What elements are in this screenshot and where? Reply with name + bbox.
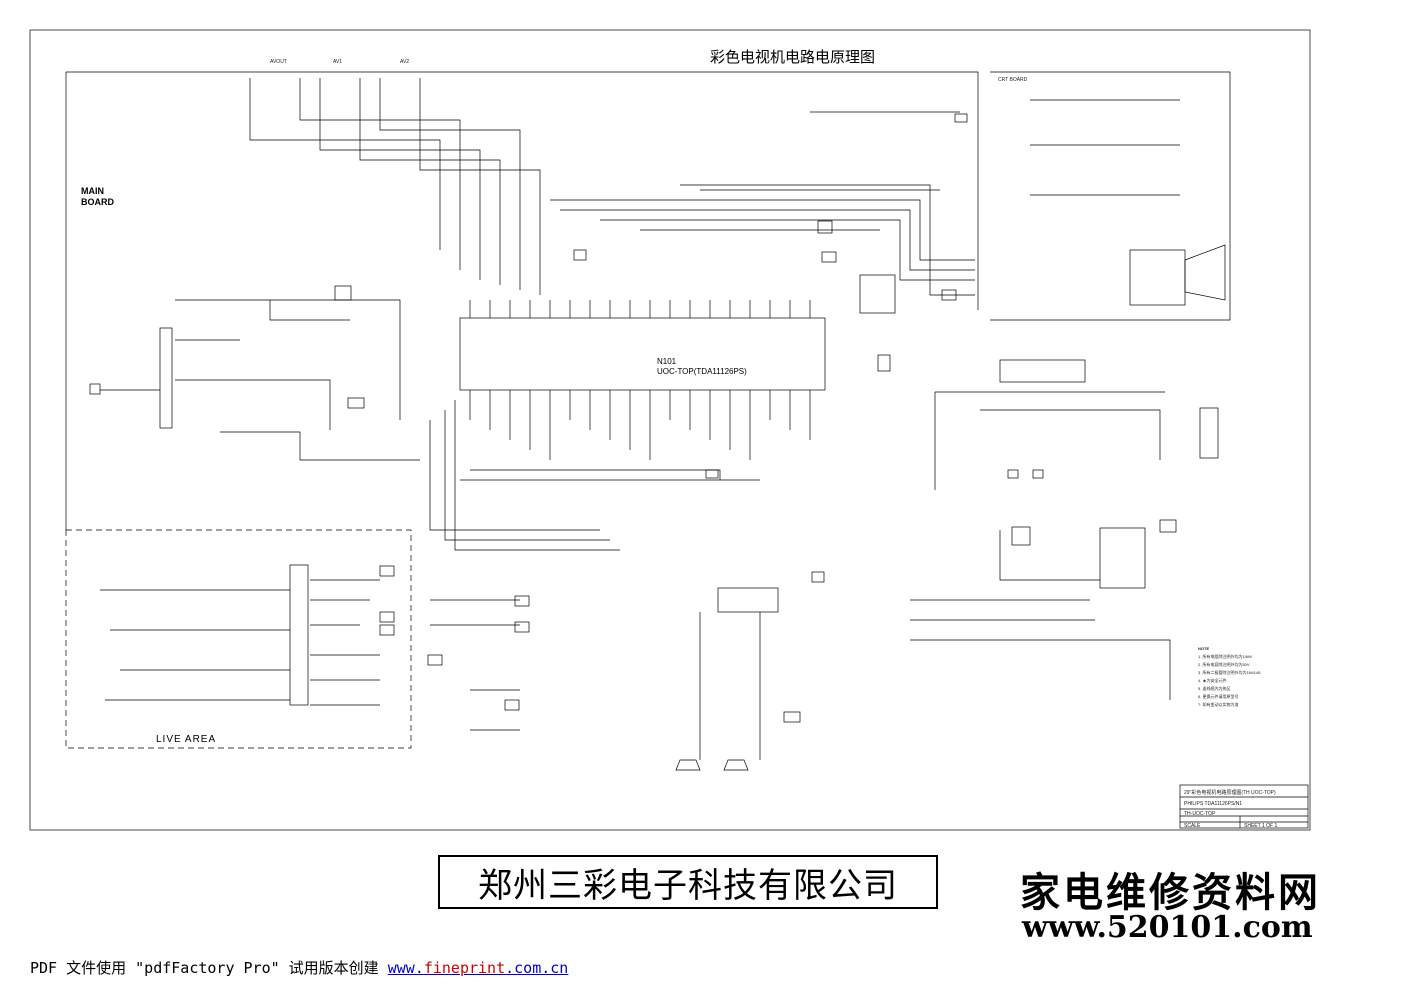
note-item: 1. 所有电阻除注明外均为1/6W (1198, 654, 1252, 659)
watermark-site-url: www.520101.com (1022, 910, 1313, 945)
live-area-label: LIVE AREA (156, 734, 217, 745)
title-block-title: 29"彩色电视机电路原理图(TH UOC-TOP) (1184, 790, 1276, 796)
audio-amp-ic (717, 587, 779, 613)
board-label-line1: MAIN (81, 186, 104, 196)
note-item: 6. 更换元件请用原型号 (1198, 694, 1239, 699)
horizontal-transformer (1099, 527, 1146, 589)
schematic-wiring (29, 29, 1311, 831)
ic-top-pins (469, 300, 811, 318)
note-item: 4. ★为安全元件 (1198, 678, 1227, 683)
crt-socket (1129, 249, 1186, 306)
notes-block: NOTE 1. 所有电阻除注明外均为1/6W 2. 所有电容除注明外均为50V … (1198, 645, 1260, 709)
pdf-footer: PDF 文件使用 "pdfFactory Pro" 试用版本创建 www.fin… (30, 957, 568, 978)
main-ic-body (459, 317, 826, 391)
flyback-transformer (289, 564, 309, 706)
title-block (1179, 784, 1309, 829)
board-label-line2: BOARD (81, 197, 114, 207)
ic-part-number: UOC-TOP(TDA11126PS) (657, 367, 747, 376)
av2-label: AV2 (400, 59, 410, 65)
fineprint-link[interactable]: www.fineprint.com.cn (388, 959, 569, 977)
note-item: 3. 所有二极管除注明外均为1N4148 (1198, 670, 1261, 675)
title-block-row3: TH-UOC-TOP (1184, 811, 1216, 817)
title-block-row5: SHEET 1 OF 1 (1244, 823, 1278, 829)
ic-bottom-pins (469, 390, 811, 460)
link-accent: fineprint (423, 959, 506, 977)
note-item: 7. 如有变动以实物为准 (1198, 702, 1239, 707)
live-area-outline (65, 529, 412, 749)
company-name: 郑州三彩电子科技有限公司 (478, 865, 898, 906)
ic-designator: N101 (657, 357, 677, 366)
watermark-site-name: 家电维修资料网 (1020, 869, 1321, 916)
diagram-title: 彩色电视机电路电原理图 (710, 48, 876, 66)
link-suffix: .com.cn (505, 959, 569, 977)
footer-text: PDF 文件使用 "pdfFactory Pro" 试用版本创建 (30, 959, 388, 977)
avout-label: AVOUT (270, 59, 287, 65)
title-block-row2: PHILIPS TDA11126PS/N1 (1184, 801, 1243, 807)
link-prefix: www. (387, 959, 424, 977)
notes-title: NOTE (1198, 646, 1210, 651)
tuner-connector (159, 327, 173, 429)
title-block-row4: SCALE (1184, 823, 1201, 829)
note-item: 2. 所有电容除注明外均为50V (1198, 662, 1250, 667)
vertical-ic (999, 359, 1086, 383)
board-label: MAIN BOARD (81, 186, 114, 208)
company-name-box: 郑州三彩电子科技有限公司 (438, 855, 938, 909)
crt-board-label: CRT BOARD (998, 77, 1028, 83)
av1-label: AV1 (333, 59, 343, 65)
note-item: 5. 虚线框内为热区 (1198, 686, 1231, 691)
sheet-frame (29, 29, 1311, 831)
